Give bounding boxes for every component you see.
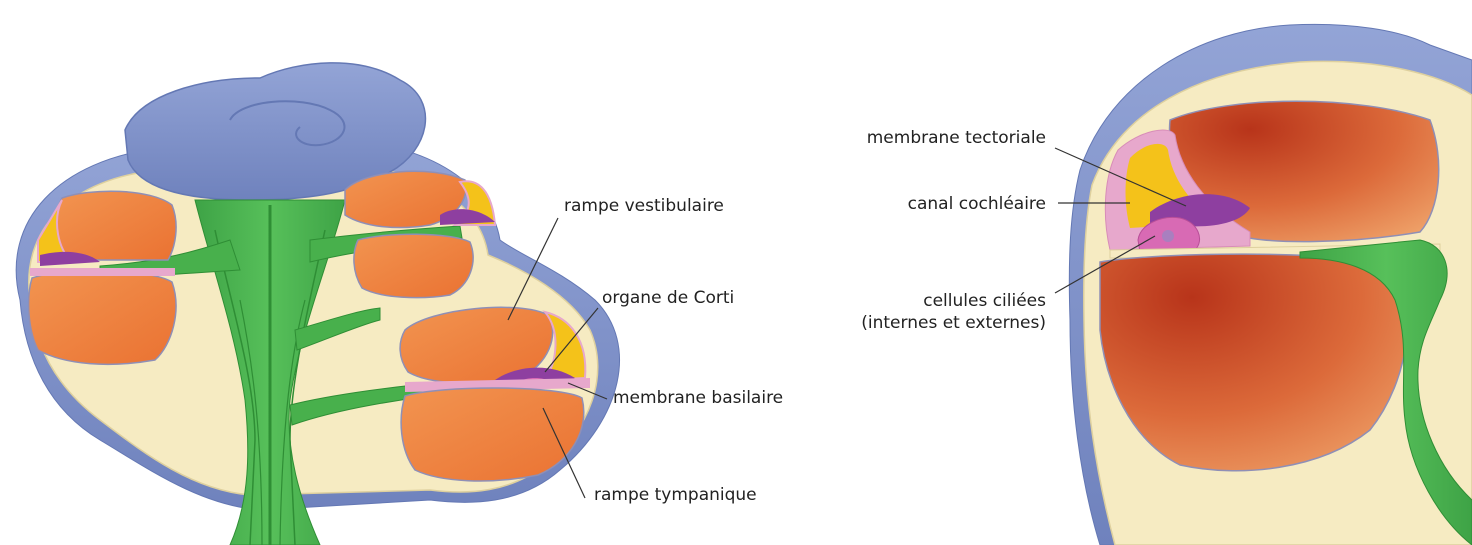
label-cellules-ciliees-line1: cellules ciliées <box>923 291 1046 311</box>
label-canal-cochleaire: canal cochléaire <box>908 194 1046 214</box>
hair-cells-icon <box>1162 230 1174 242</box>
scala-vestibuli-left-upper <box>56 191 176 260</box>
cochlear-duct-cross-section <box>1069 24 1472 545</box>
label-rampe-vestibulaire: rampe vestibulaire <box>564 196 724 216</box>
label-membrane-tectoriale: membrane tectoriale <box>867 128 1046 148</box>
label-cellules-ciliees-line2: (internes et externes) <box>861 313 1046 333</box>
label-organe-de-corti: organe de Corti <box>602 288 734 308</box>
labels: rampe vestibulaire organe de Corti membr… <box>564 128 1046 505</box>
label-rampe-tympanique: rampe tympanique <box>594 485 757 505</box>
scala-tympani-left <box>29 271 176 364</box>
cochlea-cutaway <box>16 63 619 545</box>
scala-tympani-right-upper <box>354 234 473 297</box>
label-membrane-basilaire: membrane basilaire <box>613 388 783 408</box>
